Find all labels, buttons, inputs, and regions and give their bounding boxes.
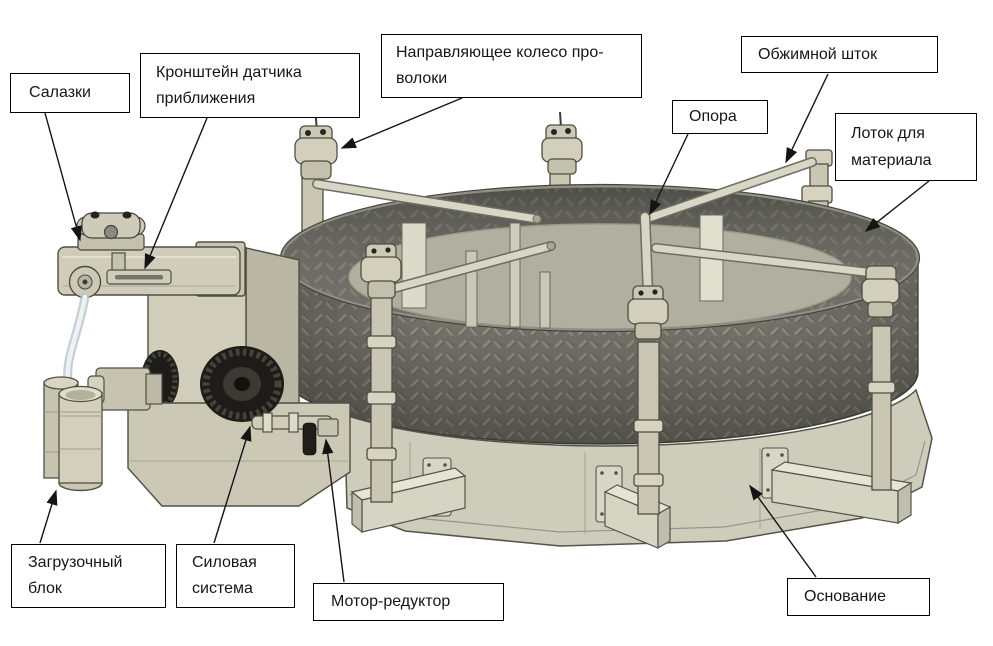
guide-pulley: [68, 265, 102, 299]
crimp-rods: [312, 157, 879, 300]
leader-proximity-sensor-bracket: [144, 117, 208, 270]
leader-power-system: [213, 425, 252, 544]
label-gear-motor: Мотор-редуктор: [313, 583, 504, 621]
support-post: [639, 211, 654, 300]
label-loading-block: Загрузочный блок: [11, 544, 166, 608]
label-wire-guide-wheel: Направляющее колесо про- волоки: [381, 34, 642, 98]
loading-block-cylinders: [43, 376, 103, 492]
label-power-system: Силовая система: [176, 544, 295, 608]
label-proximity-sensor-bracket: Кронштейн датчика приближения: [140, 53, 360, 118]
leader-material-tray: [864, 180, 930, 232]
feeder-unit: [43, 211, 351, 507]
front-post-center: [627, 285, 669, 515]
leader-gear-motor: [322, 438, 345, 583]
crimp-rod: [641, 157, 817, 224]
leader-lines: [39, 73, 930, 583]
top-clamp: [76, 211, 146, 251]
front-post-right: [861, 265, 900, 491]
inner-supports: [401, 214, 724, 329]
label-support: Опора: [672, 100, 768, 134]
leader-loading-block: [39, 489, 58, 544]
leader-salazki: [44, 112, 82, 242]
label-crimp-rod: Обжимной шток: [741, 36, 938, 73]
gear-motor-unit: [251, 412, 339, 456]
label-material-tray: Лоток для материала: [835, 113, 977, 181]
front-post-left: [360, 243, 402, 503]
leader-support: [649, 133, 689, 216]
leader-wire-guide-wheel: [340, 97, 463, 149]
power-system-wheel: [200, 346, 284, 422]
label-salazki: Салазки: [10, 73, 130, 113]
leader-crimp-rod: [785, 73, 829, 164]
proximity-sensor-bracket-part: [106, 252, 172, 285]
label-base: Основание: [787, 578, 930, 616]
leader-base: [749, 484, 817, 578]
